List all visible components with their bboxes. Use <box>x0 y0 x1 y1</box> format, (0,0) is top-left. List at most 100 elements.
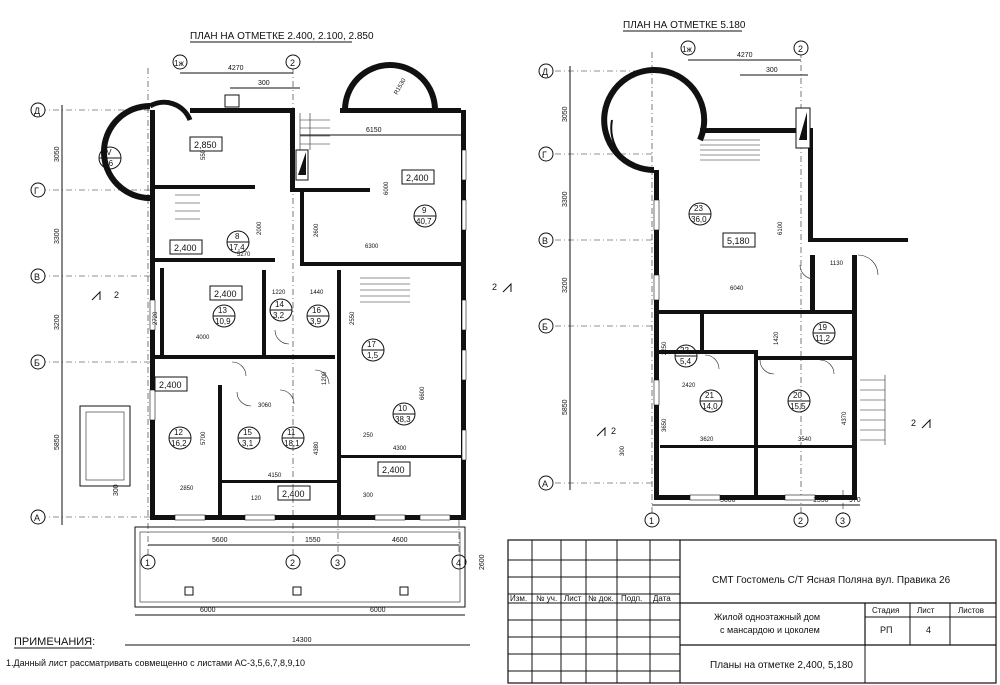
r-dim-3620: 3620 <box>700 437 714 443</box>
level-2400-c: 2,400 <box>214 289 237 299</box>
r-dim-2420: 2420 <box>682 383 696 389</box>
level-2400-d: 2,400 <box>159 380 182 390</box>
dim-top-300: 300 <box>258 80 270 87</box>
r-axis-num-1: 1 <box>649 516 654 526</box>
left-level-marks: 2,850 2,400 2,400 2,400 2,400 2,400 2,40… <box>154 136 435 501</box>
dim-250: 250 <box>363 433 374 439</box>
r-dim-bottom-5600: 5600 <box>720 497 736 504</box>
dim-550: 550 <box>201 149 207 160</box>
right-axis-numbers: 1ж 2 1 2 3 <box>644 40 851 528</box>
level-2400-a: 2,400 <box>406 173 429 183</box>
room-number: 9 <box>422 206 427 215</box>
right-walls <box>601 67 908 501</box>
dim-2000: 2000 <box>257 221 263 235</box>
dim-300: 300 <box>363 493 374 499</box>
r-dim-top-300: 300 <box>766 67 778 74</box>
room-area: 15,5 <box>790 402 806 411</box>
r-dim-4370: 4370 <box>842 411 848 425</box>
right-floor-plan: ПЛАН НА ОТМЕТКЕ 5.180 Д Г В Б А 1ж <box>538 20 931 528</box>
axis-letter-v: В <box>34 272 40 282</box>
r-dim-1130: 1130 <box>830 261 844 267</box>
r-dim-left-3200: 3200 <box>562 277 569 293</box>
col-header-data: Дата <box>653 594 671 603</box>
room-area: 3,2 <box>273 311 285 320</box>
col-header-list: Лист <box>564 594 582 603</box>
r-axis-letter-v: В <box>542 236 548 246</box>
room-17: 17 1,5 <box>361 338 385 362</box>
room-15: 15 3,1 <box>237 426 261 450</box>
room-number: 14 <box>275 300 284 309</box>
room-iv: IV 4,6 <box>98 146 122 170</box>
dim-1220: 1220 <box>272 290 286 296</box>
room-number: 10 <box>398 404 407 413</box>
sheet-label: Лист <box>917 606 935 615</box>
room-14: 14 3,2 <box>269 298 293 322</box>
room-number: 23 <box>694 204 703 213</box>
r-dim-bottom-1550: 1550 <box>813 497 829 504</box>
dim-4300: 4300 <box>393 446 407 452</box>
dim-4380: 4380 <box>314 441 320 455</box>
axis-letter-g: Г <box>34 186 39 196</box>
dim-left-5850: 5850 <box>54 434 61 450</box>
room-number: 12 <box>174 428 183 437</box>
room-number: 11 <box>287 428 296 437</box>
room-area: 3,1 <box>242 439 254 448</box>
dim-2600: 2600 <box>314 223 320 237</box>
left-room-labels: IV 4,6 8 17,4 9 40,7 13 10,9 14 3,2 <box>98 146 437 450</box>
left-axis-letters: Д Г В Б А <box>30 102 46 525</box>
room-area: 16,2 <box>171 439 187 448</box>
axis-num-3: 3 <box>335 558 340 568</box>
notes: ПРИМЕЧАНИЯ: 1.Данный лист рассматривать … <box>6 636 305 668</box>
room-area: 5,4 <box>680 357 692 366</box>
room-13: 13 10,9 <box>212 304 236 328</box>
dim-4150: 4150 <box>268 473 282 479</box>
dim-6300: 6300 <box>365 244 379 250</box>
r-dim-1420: 1420 <box>774 331 780 345</box>
room-area: 40,7 <box>416 217 432 226</box>
stage-value: РП <box>880 625 892 635</box>
dim-1200: 1200 <box>322 371 328 385</box>
object-line-2: с мансардою и цоколем <box>720 625 820 635</box>
dim-left-3300: 3300 <box>54 228 61 244</box>
right-inner-dimensions: 6100 1130 6040 1420 2250 2420 3650 3620 … <box>620 221 848 456</box>
right-section-marks: 2 2 <box>596 418 931 437</box>
dim-left-300: 300 <box>113 484 120 496</box>
left-floor-plan: ПЛАН НА ОТМЕТКЕ 2.400, 2.100, 2.850 Д Г … <box>30 31 512 646</box>
dim-top-4270: 4270 <box>228 65 244 72</box>
notes-line-1: 1.Данный лист рассматривать совмещенно с… <box>6 658 305 668</box>
axis-num-2-top: 2 <box>290 58 295 68</box>
dim-top-6150: 6150 <box>366 127 382 134</box>
level-5180: 5,180 <box>727 236 750 246</box>
room-11: 11 18,1 <box>281 426 305 450</box>
axis-num-1: 1 <box>145 558 150 568</box>
left-inner-dimensions: R1530 550 6000 5270 2000 2600 6300 2720 … <box>153 77 426 502</box>
room-number: 13 <box>218 306 227 315</box>
dim-left-3050: 3050 <box>54 146 61 162</box>
left-door-swings <box>231 329 330 407</box>
col-header-izm: Изм. <box>510 594 527 603</box>
room-number: 8 <box>235 232 240 241</box>
r-axis-letter-a: А <box>542 479 548 489</box>
right-axis-letters: Д Г В Б А <box>538 63 554 491</box>
r-axis-num-2: 2 <box>798 516 803 526</box>
right-room-labels: 23 36,0 19 11,2 22 5,4 21 14,0 20 15 <box>674 202 836 413</box>
room-number: 20 <box>793 391 802 400</box>
room-9: 9 40,7 <box>413 204 437 228</box>
dim-120: 120 <box>251 496 262 502</box>
dim-5700: 5700 <box>201 431 207 445</box>
right-dimension-chain-bottom: 5600 1550 970 <box>652 497 861 506</box>
dim-2850: 2850 <box>180 486 194 492</box>
r-axis-letter-b: Б <box>542 322 548 332</box>
room-number: 17 <box>367 340 376 349</box>
axis-num-4: 4 <box>456 558 461 568</box>
r-dim-left-3300: 3300 <box>562 191 569 207</box>
room-number: 21 <box>705 391 714 400</box>
r-dim-top-4270: 4270 <box>737 52 753 59</box>
room-8: 8 17,4 <box>226 230 250 254</box>
room-22: 22 5,4 <box>674 344 698 368</box>
room-16: 16 3,9 <box>306 304 330 328</box>
notes-heading: ПРИМЕЧАНИЯ: <box>14 636 95 648</box>
object-line-1: Жилой одноэтажный дом <box>714 612 820 622</box>
dim-3060: 3060 <box>258 403 272 409</box>
